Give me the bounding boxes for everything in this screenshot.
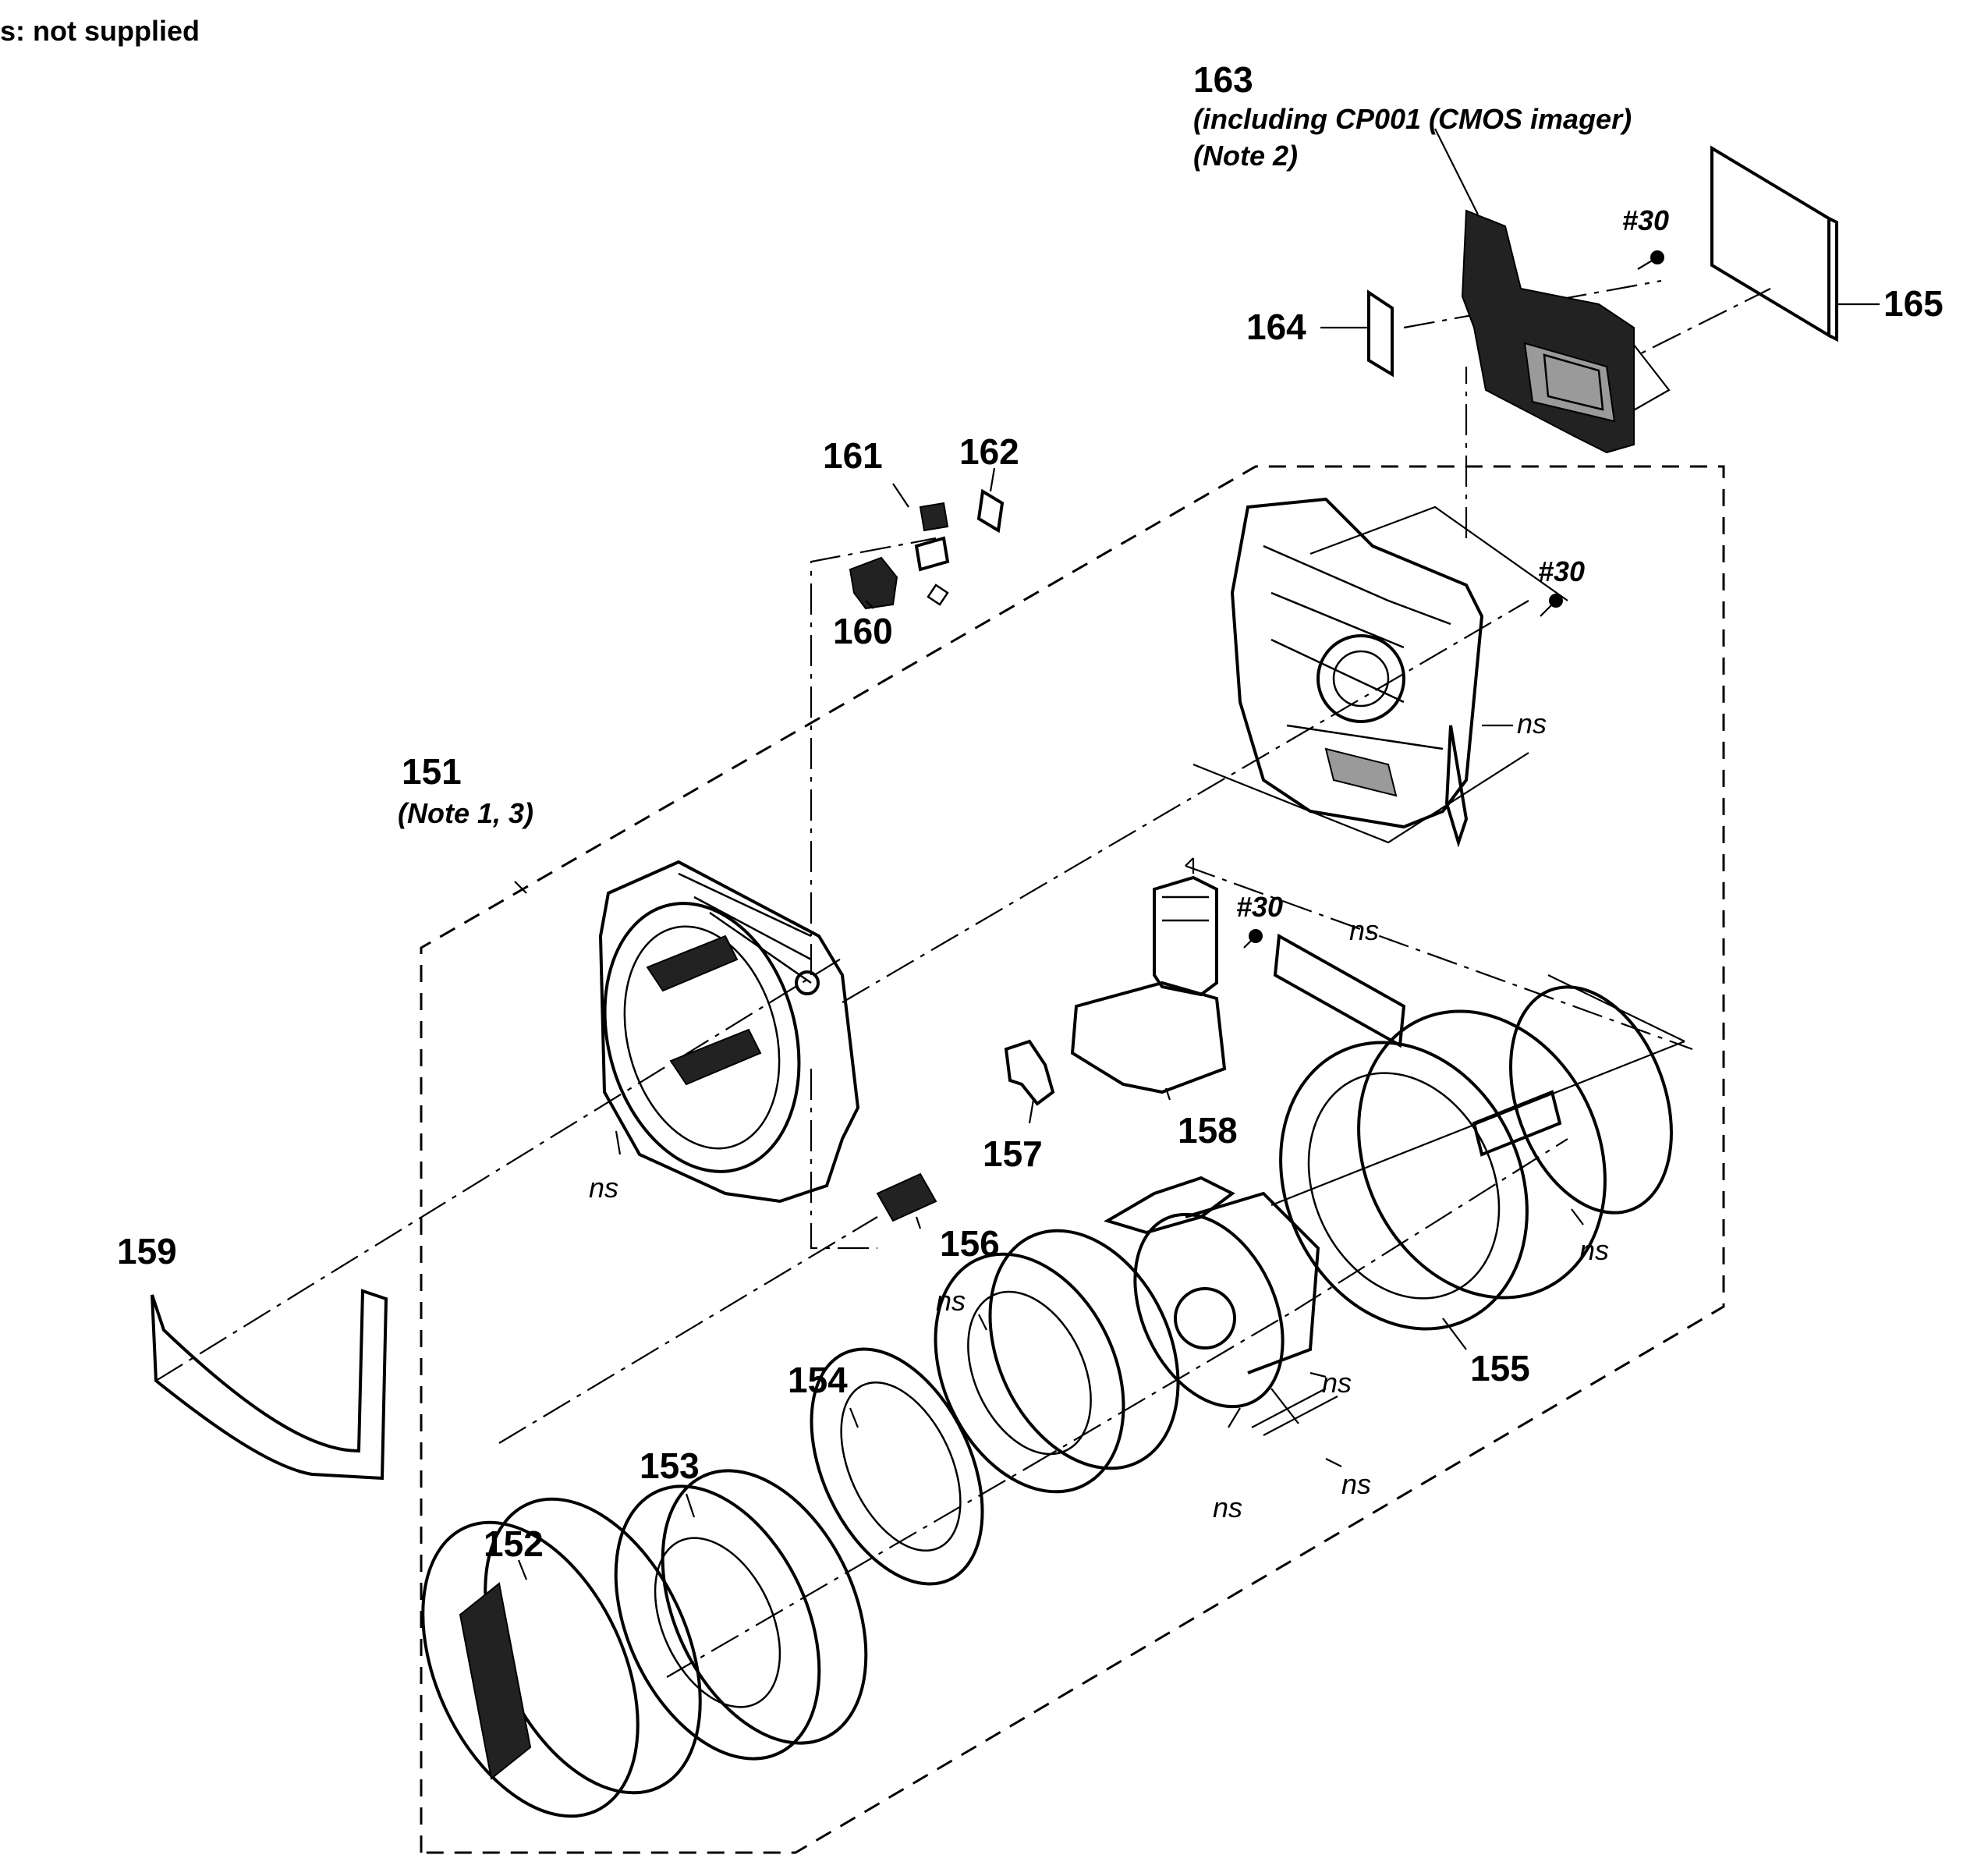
- label-161: 161: [823, 435, 883, 476]
- label-151: 151: [402, 751, 462, 792]
- part-157-bracket: [1004, 1039, 1055, 1106]
- part-ns-barrel-2: [1104, 1176, 1320, 1409]
- part-155-barrel: [1279, 1009, 1607, 1331]
- screw-icons: [1243, 250, 1664, 949]
- part-base-unit: [1230, 497, 1484, 848]
- label-164: 164: [1246, 307, 1306, 347]
- label-163-note1: (including CP001 (CMOS imager): [1193, 103, 1632, 135]
- label-ns-5: ns: [936, 1285, 966, 1317]
- label-151-note: (Note 1, 3): [398, 797, 533, 829]
- part-165-filter: [1710, 145, 1838, 342]
- label-ns-1: ns: [1517, 708, 1547, 739]
- label-screw-1: #30: [1622, 204, 1669, 236]
- center-lines: [155, 279, 1771, 1678]
- label-ns-6: ns: [1322, 1367, 1352, 1399]
- label-156: 156: [940, 1223, 1000, 1264]
- label-ns-3: ns: [589, 1172, 618, 1204]
- label-157: 157: [983, 1133, 1043, 1174]
- label-155: 155: [1470, 1348, 1530, 1389]
- part-156-gear: [876, 1172, 937, 1222]
- assembly-boundary: [420, 465, 1725, 1854]
- part-153-ring: [614, 1469, 868, 1761]
- leader-lines: [514, 128, 1880, 1580]
- part-ns-sheet: [1273, 933, 1406, 1048]
- part-161-sensor: [914, 502, 950, 572]
- label-152: 152: [484, 1523, 544, 1564]
- label-ns-4: ns: [1579, 1234, 1609, 1266]
- part-152-ring: [421, 1497, 702, 1818]
- part-160-sensor: [849, 556, 949, 610]
- part-ns-ring-right: [1472, 985, 1673, 1215]
- part-151-housing: [598, 860, 860, 1204]
- part-159-flex-cable: [151, 1289, 388, 1481]
- label-screw-2: #30: [1538, 555, 1585, 587]
- part-154-ring: [810, 1347, 984, 1586]
- label-153: 153: [640, 1445, 700, 1486]
- label-ns-8: ns: [1213, 1491, 1242, 1523]
- part-158-motor: [1070, 875, 1227, 1094]
- label-163: 163: [1193, 59, 1253, 100]
- label-160: 160: [833, 611, 893, 651]
- header-note: s: not supplied: [0, 15, 200, 47]
- label-ns-7: ns: [1341, 1468, 1371, 1500]
- part-163-cmos-board: [1461, 209, 1635, 454]
- label-158: 158: [1178, 1110, 1238, 1151]
- part-ns-barrel-1: [934, 1229, 1180, 1494]
- label-154: 154: [788, 1360, 848, 1400]
- part-164-plate: [1367, 289, 1394, 378]
- label-165: 165: [1883, 283, 1944, 324]
- label-159: 159: [117, 1231, 177, 1271]
- label-162: 162: [959, 431, 1019, 472]
- label-ns-2: ns: [1349, 914, 1379, 946]
- bracket-lines: [1192, 319, 1685, 1207]
- label-163-note2: (Note 2): [1193, 140, 1298, 172]
- part-162-sheet: [976, 488, 1005, 534]
- part-ns-pins: [1251, 1388, 1338, 1436]
- label-screw-3: #30: [1236, 891, 1283, 923]
